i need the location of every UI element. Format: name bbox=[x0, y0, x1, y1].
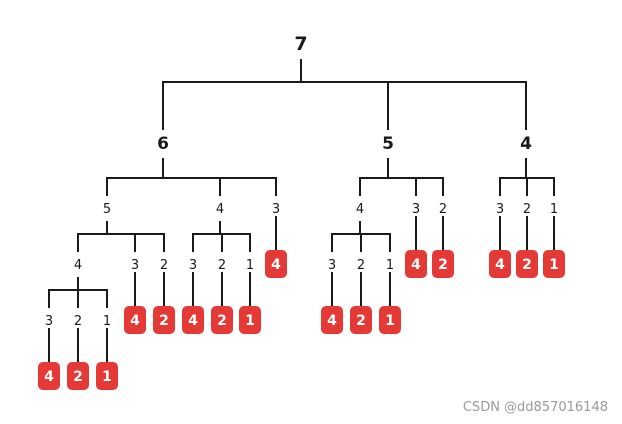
leaf-label: 4 bbox=[271, 257, 281, 273]
leaf-badge bbox=[67, 362, 89, 390]
tree-node: 2 bbox=[74, 314, 82, 329]
tree-node: 5 bbox=[382, 134, 394, 154]
leaf-label: 1 bbox=[245, 313, 255, 329]
leaf-label: 4 bbox=[411, 257, 421, 273]
tree-node: 3 bbox=[45, 314, 53, 329]
tree-node: 3 bbox=[189, 258, 197, 273]
leaf-node: 2 bbox=[153, 306, 175, 334]
tree-node: 1 bbox=[550, 202, 558, 217]
leaf-node: 1 bbox=[239, 306, 261, 334]
leaf-node: 4 bbox=[405, 250, 427, 278]
tree-node: 6 bbox=[157, 134, 169, 154]
leaf-badge bbox=[516, 250, 538, 278]
tree-node: 2 bbox=[160, 258, 168, 273]
leaf-badge bbox=[432, 250, 454, 278]
leaf-badge bbox=[265, 250, 287, 278]
tree-node: 3 bbox=[272, 202, 280, 217]
leaf-node: 1 bbox=[96, 362, 118, 390]
leaf-label: 4 bbox=[44, 369, 54, 385]
tree-nodes: 7 6 5 4 3 4 2 2 1 1 3 4 2 2 4 3 4 2 2 1 1 3 4 5 4 3 4 2 2 1 1 3 4 2 2 4 3 4 2 2… bbox=[38, 33, 565, 390]
leaf-node: 4 bbox=[38, 362, 60, 390]
leaf-badge bbox=[379, 306, 401, 334]
tree-node: 4 bbox=[74, 258, 82, 273]
leaf-label: 1 bbox=[385, 313, 395, 329]
tree-node: 2 bbox=[439, 202, 447, 217]
tree-node: 1 bbox=[103, 314, 111, 329]
tree-edges bbox=[48, 59, 555, 363]
leaf-node: 4 bbox=[489, 250, 511, 278]
leaf-node: 4 bbox=[182, 306, 204, 334]
tree-node: 3 bbox=[496, 202, 504, 217]
tree-node: 2 bbox=[523, 202, 531, 217]
leaf-badge bbox=[321, 306, 343, 334]
leaf-node: 2 bbox=[67, 362, 89, 390]
leaf-label: 2 bbox=[356, 313, 366, 329]
leaf-badge bbox=[405, 250, 427, 278]
leaf-label: 4 bbox=[130, 313, 140, 329]
leaf-node: 4 bbox=[124, 306, 146, 334]
leaf-node: 2 bbox=[516, 250, 538, 278]
tree-node: 3 bbox=[131, 258, 139, 273]
leaf-label: 2 bbox=[438, 257, 448, 273]
tree-node: 5 bbox=[103, 202, 111, 217]
leaf-label: 1 bbox=[549, 257, 559, 273]
leaf-label: 2 bbox=[73, 369, 83, 385]
tree-node: 4 bbox=[216, 202, 224, 217]
leaf-badge bbox=[350, 306, 372, 334]
tree-node: 1 bbox=[386, 258, 394, 273]
leaf-badge bbox=[211, 306, 233, 334]
leaf-label: 2 bbox=[217, 313, 227, 329]
leaf-label: 4 bbox=[327, 313, 337, 329]
leaf-badge bbox=[543, 250, 565, 278]
leaf-badge bbox=[124, 306, 146, 334]
leaf-badge bbox=[182, 306, 204, 334]
leaf-badge bbox=[38, 362, 60, 390]
leaf-label: 2 bbox=[522, 257, 532, 273]
leaf-label: 1 bbox=[102, 369, 112, 385]
watermark: CSDN @dd857016148 bbox=[462, 400, 608, 415]
leaf-node: 2 bbox=[432, 250, 454, 278]
tree-node: 3 bbox=[412, 202, 420, 217]
leaf-badge bbox=[489, 250, 511, 278]
tree-node: 4 bbox=[520, 134, 532, 154]
leaf-label: 2 bbox=[159, 313, 169, 329]
leaf-label: 4 bbox=[188, 313, 198, 329]
tree-node: 2 bbox=[218, 258, 226, 273]
leaf-badge bbox=[153, 306, 175, 334]
leaf-node: 2 bbox=[350, 306, 372, 334]
tree-node: 3 bbox=[328, 258, 336, 273]
leaf-node: 2 bbox=[211, 306, 233, 334]
leaf-badge bbox=[96, 362, 118, 390]
leaf-node: 1 bbox=[379, 306, 401, 334]
tree-node: 2 bbox=[357, 258, 365, 273]
leaf-node: 4 bbox=[265, 250, 287, 278]
leaf-badge bbox=[239, 306, 261, 334]
leaf-label: 4 bbox=[495, 257, 505, 273]
root-node: 7 bbox=[294, 33, 307, 55]
leaf-node: 1 bbox=[543, 250, 565, 278]
tree-node: 1 bbox=[246, 258, 254, 273]
tree-node: 4 bbox=[356, 202, 364, 217]
leaf-node: 4 bbox=[321, 306, 343, 334]
